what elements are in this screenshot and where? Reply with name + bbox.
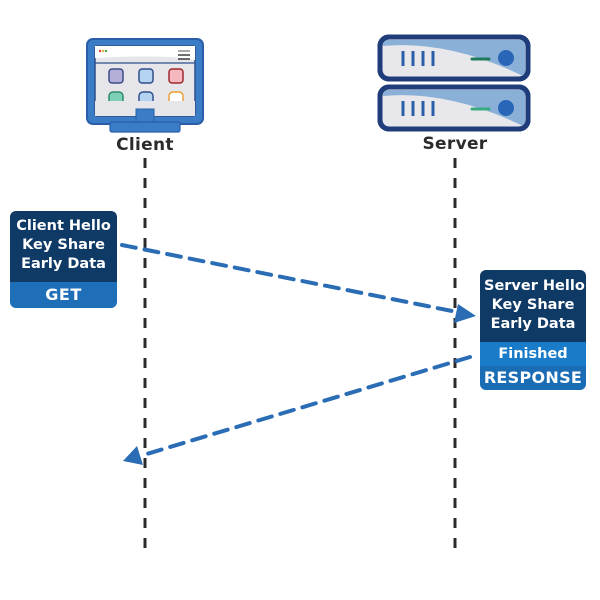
client-label: Client xyxy=(116,135,174,155)
arrowhead-left-icon xyxy=(123,446,143,465)
arrow-client-to-server xyxy=(120,243,476,323)
message-line: Early Data xyxy=(21,256,106,272)
message-line: Early Data xyxy=(490,316,576,332)
server-hello-box: Server Hello Key Share Early Data Finish… xyxy=(480,270,586,390)
message-line: Key Share xyxy=(491,297,575,313)
response-band: RESPONSE xyxy=(480,366,586,390)
server-label: Server xyxy=(422,134,488,154)
server-rack-icon xyxy=(377,34,531,132)
arrow-server-to-client xyxy=(123,355,472,465)
message-line: Client Hello xyxy=(16,218,111,234)
message-line: Server Hello xyxy=(484,278,585,294)
finished-band: Finished xyxy=(480,342,586,366)
server-hello-details: Server Hello Key Share Early Data xyxy=(480,270,586,342)
monitor-icon xyxy=(86,38,204,133)
server-unit-top xyxy=(377,34,531,82)
get-band: GET xyxy=(10,282,117,308)
arrowhead-right-icon xyxy=(454,304,476,323)
server-unit-bottom xyxy=(377,84,531,132)
message-line: Key Share xyxy=(22,237,105,253)
client-hello-details: Client Hello Key Share Early Data xyxy=(10,211,117,282)
client-hello-box: Client Hello Key Share Early Data GET xyxy=(10,211,117,308)
